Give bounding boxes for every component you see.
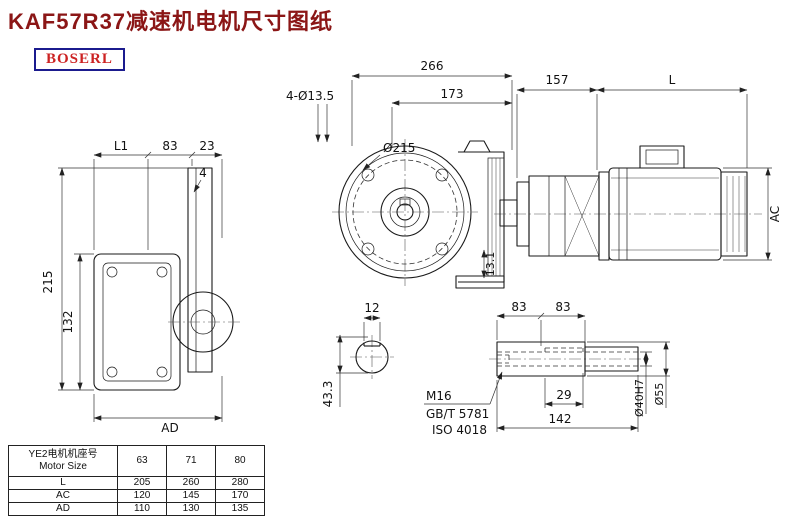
dim-215-label: 215	[41, 271, 55, 294]
dim-L1-label: L1	[114, 139, 128, 153]
table-size-71: 71	[166, 445, 216, 477]
table-cell: 170	[215, 489, 265, 503]
motor-size-table: YE2电机机座号 Motor Size 63 71 80 L 205 260 2…	[8, 445, 265, 516]
table-cell: 260	[166, 476, 216, 490]
note-m16-label: M16	[426, 389, 452, 403]
dim-83-label: 83	[162, 139, 177, 153]
table-cell: 280	[215, 476, 265, 490]
dim-AC-label: AC	[768, 206, 782, 222]
dim-29-label: 29	[556, 388, 571, 402]
table-cell: 135	[215, 502, 265, 516]
table-header-cn: YE2电机机座号	[28, 449, 98, 460]
table-cell: 110	[117, 502, 167, 516]
dim-bore-label: Ø40H7	[633, 379, 646, 417]
boserl-logo: BOSERL	[34, 48, 125, 71]
table-size-63: 63	[117, 445, 167, 477]
dim-142-label: 142	[549, 412, 572, 426]
dim-od-label: Ø55	[653, 383, 666, 406]
note-iso-label: ISO 4018	[432, 423, 487, 437]
dim-AD-label: AD	[161, 421, 178, 435]
dim-13-1-label: 13.1	[484, 252, 497, 277]
dim-132-label: 132	[61, 311, 75, 334]
dim-266-label: 266	[421, 59, 444, 73]
dim-flange-label: Ø215	[383, 141, 415, 155]
dim-4-label: 4	[199, 166, 207, 180]
dim-bolt-holes-label: 4-Ø13.5	[286, 89, 334, 103]
dim-43-3-label: 43.3	[321, 381, 335, 408]
table-cell: 145	[166, 489, 216, 503]
shaft-detail-view: 83 83 29 142 Ø40H7 Ø55	[489, 300, 670, 432]
dim-L-label: L	[669, 73, 676, 87]
table-cell: 120	[117, 489, 167, 503]
table-header-en: Motor Size	[39, 461, 87, 472]
dim-83-right-label: 83	[555, 300, 570, 314]
dim-83-left-label: 83	[511, 300, 526, 314]
side-view: L1 83 23 4 215 132 AD	[41, 139, 240, 435]
dim-157-label: 157	[546, 73, 569, 87]
table-row-AD-label: AD	[8, 502, 118, 516]
page-title: KAF57R37减速机电机尺寸图纸	[8, 9, 334, 34]
note-gb-label: GB/T 5781	[426, 407, 489, 421]
table-row-AC-label: AC	[8, 489, 118, 503]
motor-view: 157 L AC	[494, 73, 782, 261]
table-cell: 205	[117, 476, 167, 490]
shaft-section-view: 12 43.3 M16 GB/T 5781 ISO 4018	[321, 301, 503, 437]
dim-12-label: 12	[364, 301, 379, 315]
front-view: 266 173 4-Ø13.5 Ø215 13.1	[286, 59, 513, 289]
table-size-80: 80	[215, 445, 265, 477]
table-row-L-label: L	[8, 476, 118, 490]
dim-173-label: 173	[441, 87, 464, 101]
dim-23-label: 23	[199, 139, 214, 153]
table-cell: 130	[166, 502, 216, 516]
